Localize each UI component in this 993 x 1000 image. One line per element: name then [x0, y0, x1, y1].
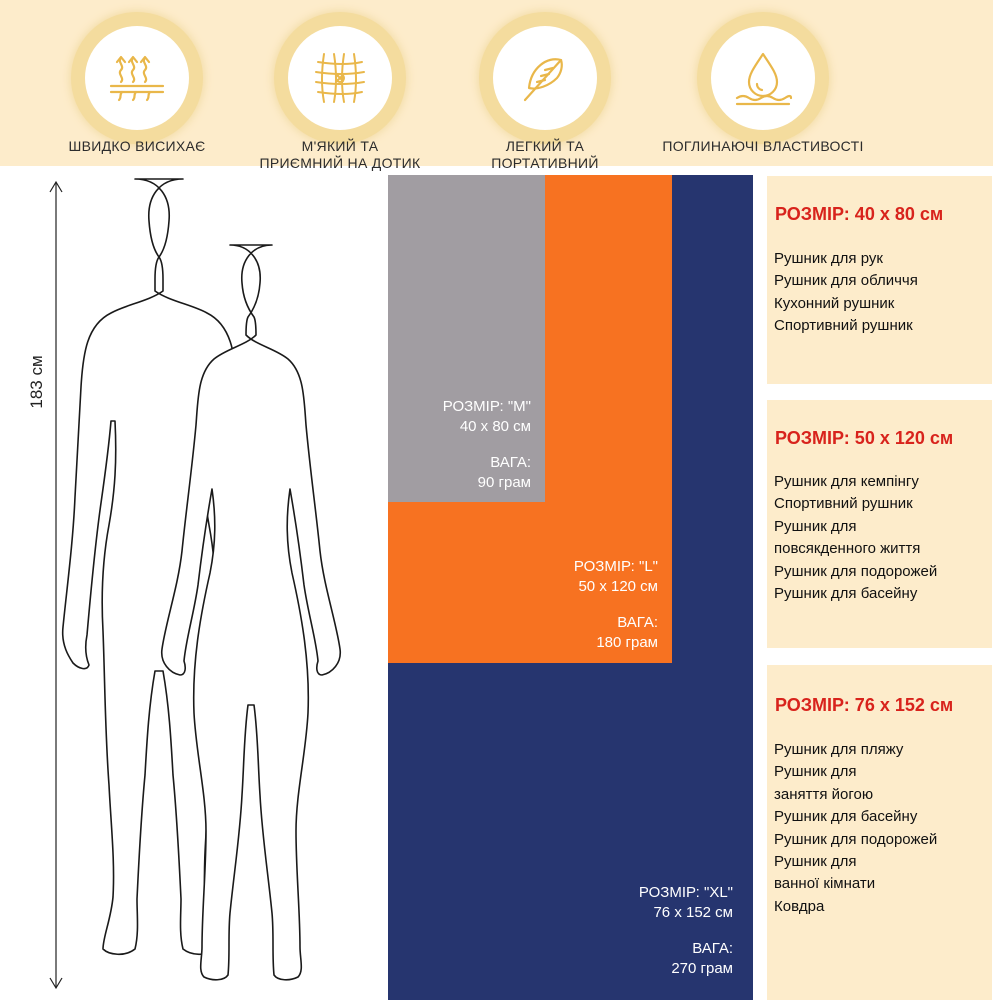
feature-absorbent: ПОГЛИНАЮЧІ ВЛАСТИВОСТІ — [662, 0, 863, 166]
feature-badge — [479, 12, 611, 144]
card-title: РОЗМІР: 76 x 152 см — [775, 695, 954, 715]
list-item: Спортивний рушник — [774, 317, 913, 335]
height-ruler — [49, 180, 63, 990]
feature-icon — [523, 58, 563, 102]
size-card-76x152: РОЗМІР: 76 x 152 см Рушник для пляжу Руш… — [767, 665, 992, 1000]
size-card-40x80: РОЗМІР: 40 x 80 см Рушник для рук Рушник… — [767, 176, 992, 384]
feature-label-light: ЛЕГКИЙ ТА ПОРТАТИВНИЙ — [491, 138, 599, 171]
list-item: Рушник для рук — [774, 250, 883, 267]
towel-m-weight: ВАГА: 90 грам — [477, 454, 531, 491]
list-item: Рушник для обличчя — [774, 272, 918, 290]
list-item: Рушник для — [774, 517, 857, 535]
towel-l-weight: ВАГА: 180 грам — [596, 614, 658, 651]
list-item: Рушник для — [774, 853, 857, 871]
feature-label-soft: М'ЯКИЙ ТА ПРИЄМНИЙ НА ДОТИК — [259, 138, 421, 171]
feature-soft: М'ЯКИЙ ТА ПРИЄМНИЙ НА ДОТИК — [240, 0, 440, 171]
list-item: Рушник для подорожей — [774, 830, 938, 848]
towel-m-block: РОЗМІР: "M" 40 x 80 см ВАГА: 90 грам — [388, 175, 545, 502]
soft-fabric-icon — [315, 53, 365, 103]
towel-m-size: РОЗМІР: "M" 40 x 80 см — [442, 398, 531, 435]
list-item: Рушник для басейну — [774, 585, 918, 603]
card-title: РОЗМІР: 50 x 120 см — [775, 428, 954, 448]
feature-label-absorbent: ПОГЛИНАЮЧІ ВЛАСТИВОСТІ — [662, 138, 864, 154]
height-label: 183 см — [27, 355, 46, 409]
list-item: Кухонний рушник — [774, 294, 895, 312]
list-item: Ковдра — [774, 897, 825, 915]
towel-xl-weight: ВАГА: 270 грам — [671, 940, 733, 977]
human-silhouettes — [61, 178, 342, 981]
feature-badge — [697, 12, 829, 144]
size-card-50x120: РОЗМІР: 50 x 120 см Рушник для кемпінгу … — [767, 400, 992, 648]
list-item: заняття йогою — [774, 785, 874, 803]
list-item: ванної кімнати — [774, 875, 876, 893]
female-silhouette — [160, 244, 342, 981]
feature-quick-dry: ШВИДКО ВИСИХАЄ — [37, 0, 237, 166]
feature-light: ЛЕГКИЙ ТА ПОРТАТИВНИЙ — [445, 0, 645, 171]
towel-xl-size: РОЗМІР: "XL" 76 x 152 см — [638, 884, 733, 921]
list-item: Рушник для кемпінгу — [774, 473, 919, 490]
card-title: РОЗМІР: 40 x 80 см — [775, 204, 944, 224]
list-item: Рушник для подорожей — [774, 562, 938, 580]
quick-dry-icon — [109, 55, 165, 102]
feature-badge — [71, 12, 203, 144]
card-usage-list: Рушник для кемпінгу Спортивний рушник Ру… — [774, 471, 937, 605]
list-item: Рушник для пляжу — [774, 741, 904, 758]
feature-badge — [274, 12, 406, 144]
list-item: Рушник для — [774, 763, 857, 781]
card-usage-list: Рушник для рук Рушник для обличчя Кухонн… — [774, 248, 918, 338]
list-item: Рушник для басейну — [774, 808, 918, 826]
list-item: Спортивний рушник — [774, 495, 913, 513]
list-item: повсякденного життя — [774, 540, 921, 558]
card-usage-list: Рушник для пляжу Рушник для заняття його… — [774, 739, 937, 918]
towel-l-size: РОЗМІР: "L" 50 x 120 см — [573, 558, 658, 595]
water-drop-icon — [735, 52, 793, 106]
feature-label-quick-dry: ШВИДКО ВИСИХАЄ — [68, 138, 206, 154]
